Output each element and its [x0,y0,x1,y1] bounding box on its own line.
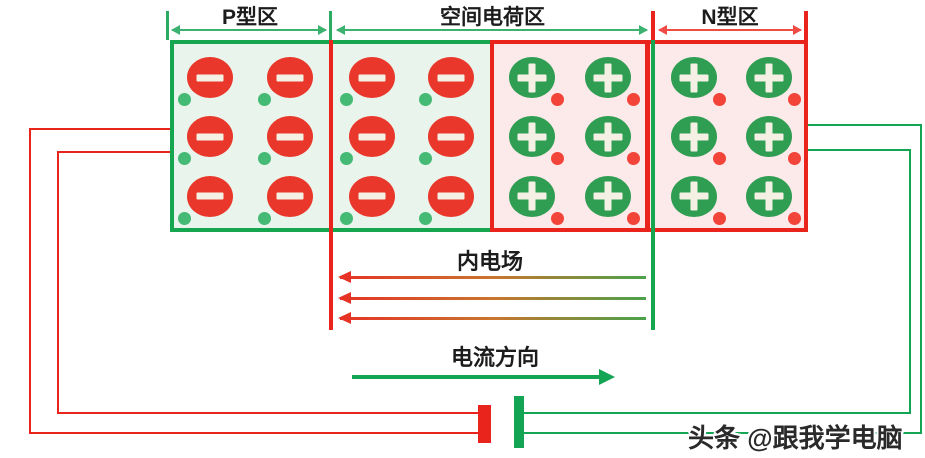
hole-dot-icon [712,152,726,166]
hole-dot-icon [787,152,801,166]
e-field-arrow-icon [338,312,646,324]
electron-dot-icon [178,211,191,225]
space-charge-n-divider [645,40,650,232]
electron-dot-icon [418,211,432,225]
positive-ion-icon [745,116,801,166]
internal-field-label: 内电场 [456,249,523,274]
p-region-carriers [170,48,330,226]
tick-p-right [329,11,332,40]
p-region-label: P型区 [221,6,278,29]
pn-junction-line [329,40,333,330]
hole-dot-icon [627,211,640,225]
negative-ion-icon [258,57,313,107]
wire-green-top-inner [808,149,911,151]
positive-ion-icon [745,175,801,225]
wire-red-vertical-inner [57,151,59,414]
negative-ion-icon [178,57,233,107]
n-region-label: N型区 [701,6,759,29]
negative-ion-icon [258,116,313,166]
positive-ion-icon [585,57,640,107]
hole-dot-icon [551,152,564,166]
negative-ion-icon [418,57,474,107]
wire-red-top-outer [29,128,170,130]
positive-ion-icon [509,57,564,107]
wire-green-bottom-inner [524,412,911,414]
watermark-text: 头条 @跟我学电脑 [688,423,903,453]
negative-ion-icon [178,175,233,225]
negative-ion-icon [418,116,474,166]
wire-red-top-inner [57,151,170,153]
positive-ion-icon [509,175,564,225]
battery-positive-terminal [514,396,524,448]
positive-ion-icon [670,116,726,166]
current-direction-arrow-icon [352,369,615,385]
space-charge-width-arrow-icon [336,25,648,35]
electron-dot-icon [418,152,432,166]
hole-dot-icon [712,211,726,225]
wire-red-vertical-outer [29,128,31,434]
electron-dot-icon [178,152,191,166]
e-field-arrow-icon [338,292,646,304]
wire-green-bottom-outer [524,432,922,434]
negative-ion-icon [418,175,474,225]
tick-n-left [651,11,655,40]
electron-dot-icon [340,211,354,225]
positive-ion-icon [585,116,640,166]
negative-ion-icon [340,116,396,166]
hole-dot-icon [551,211,564,225]
n-region-inner-line [651,40,655,330]
e-field-arrow-icon [338,271,646,283]
hole-dot-icon [551,93,564,107]
wire-green-top-outer [808,124,922,126]
space-charge-right-carriers [494,48,646,226]
hole-dot-icon [627,152,640,166]
n-region-carriers [656,48,806,226]
negative-ion-icon [178,116,233,166]
negative-ion-icon [258,175,313,225]
wire-red-bottom-outer [29,432,478,434]
current-direction-label: 电流方向 [450,345,539,370]
electron-dot-icon [340,152,354,166]
tick-p-left [166,11,169,40]
electron-dot-icon [178,93,191,107]
positive-ion-icon [670,57,726,107]
hole-dot-icon [627,93,640,107]
positive-ion-icon [509,116,564,166]
positive-ion-icon [670,175,726,225]
p-width-arrow-icon [171,25,327,35]
n-width-arrow-icon [658,25,802,35]
space-charge-region-label: 空间电荷区 [440,6,545,29]
negative-ion-icon [340,57,396,107]
electron-dot-icon [258,93,271,107]
space-charge-left-carriers [333,48,490,226]
electron-dot-icon [340,93,354,107]
electron-dot-icon [258,211,271,225]
wire-red-bottom-inner [57,412,478,414]
negative-ion-icon [340,175,396,225]
positive-ion-icon [585,175,640,225]
positive-ion-icon [745,57,801,107]
wire-green-vertical-inner [909,149,911,414]
hole-dot-icon [787,93,801,107]
hole-dot-icon [787,211,801,225]
electron-dot-icon [418,93,432,107]
battery-negative-terminal [478,405,491,443]
wire-green-vertical-outer [920,124,922,434]
hole-dot-icon [712,93,726,107]
electron-dot-icon [258,152,271,166]
tick-n-right [804,11,808,40]
